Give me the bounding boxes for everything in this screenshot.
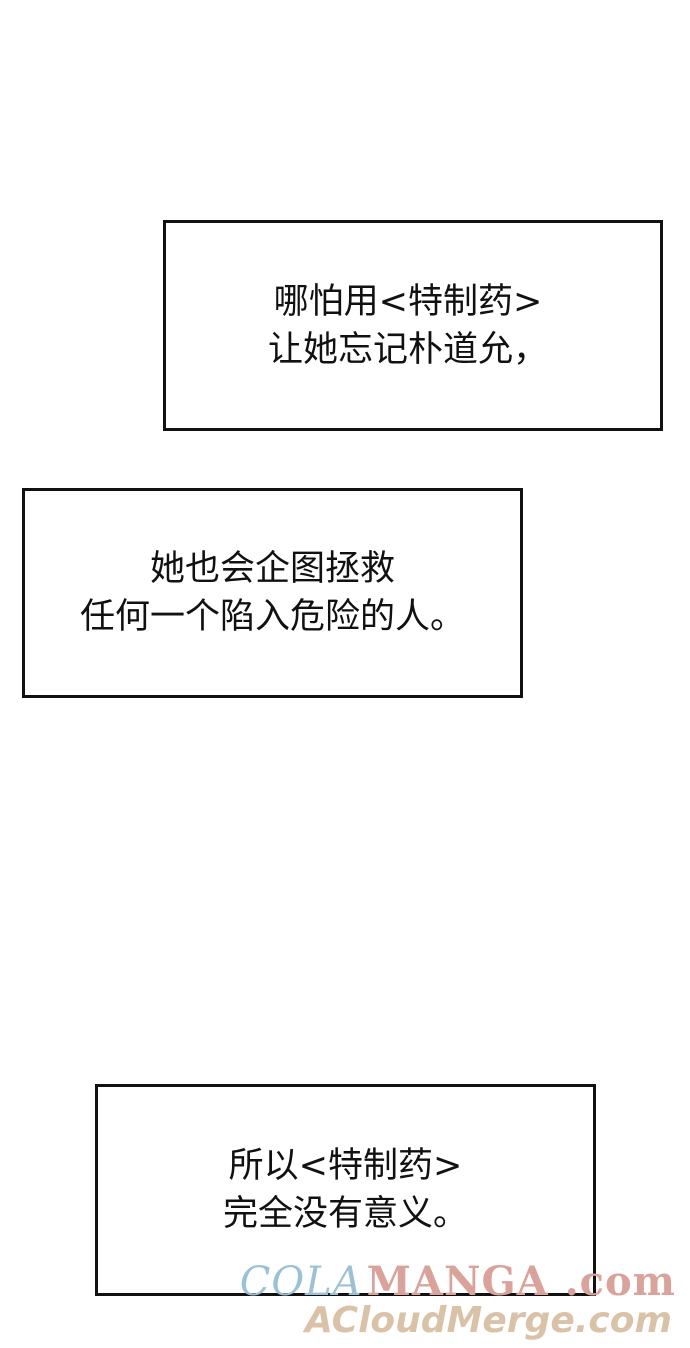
caption-line: 所以<特制药>	[228, 1146, 463, 1186]
watermark-dotcom-text: .com	[564, 1258, 676, 1305]
caption-line: 哪怕用<特制药>	[273, 281, 543, 322]
watermark-cola-text: COLA	[239, 1259, 363, 1305]
caption-box-3: 所以<特制药> 完全没有意义。	[95, 1084, 596, 1296]
watermark-manga-text: MANGA	[366, 1258, 549, 1305]
caption-line: 让她忘记朴道允，	[267, 329, 548, 370]
watermark-acloudmerge: ACloudMerge.com	[304, 1300, 672, 1341]
caption-box-2: 她也会企图拯救 任何一个陷入危险的人。	[22, 488, 523, 698]
caption-box-1: 哪怕用<特制药> 让她忘记朴道允，	[163, 220, 663, 431]
caption-line: 任何一个陷入危险的人。	[79, 597, 465, 637]
caption-line: 她也会企图拯救	[149, 549, 395, 589]
caption-line: 完全没有意义。	[222, 1194, 468, 1234]
